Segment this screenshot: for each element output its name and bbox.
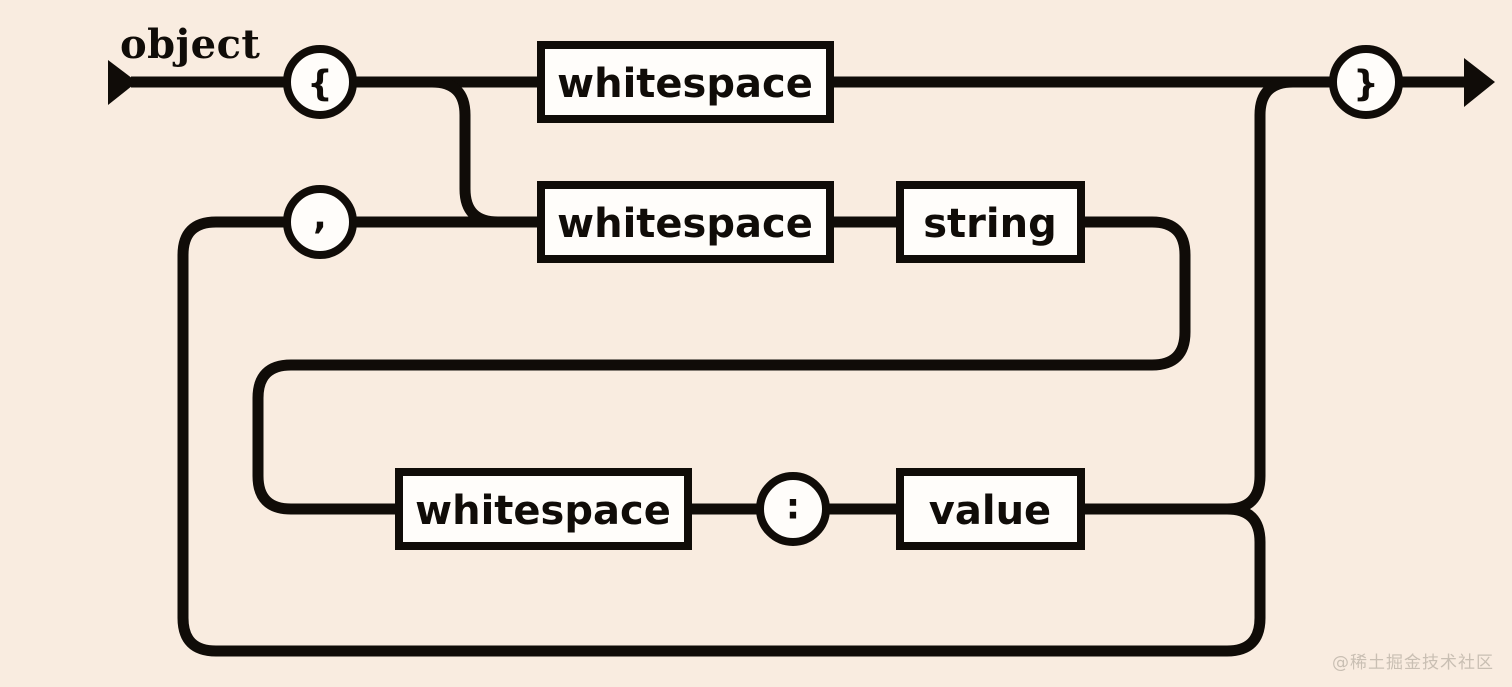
rail-string-to-row3 xyxy=(252,216,1191,515)
value-label: value xyxy=(929,488,1051,534)
node-value[interactable]: value xyxy=(896,468,1085,550)
node-comma[interactable]: , xyxy=(283,185,357,259)
node-colon[interactable]: : xyxy=(756,472,830,546)
whitespace-top-label: whitespace xyxy=(557,61,813,107)
colon-label: : xyxy=(786,487,800,528)
node-whitespace-middle[interactable]: whitespace xyxy=(537,181,834,263)
whitespace-bottom-label: whitespace xyxy=(415,488,671,534)
close-brace-label: } xyxy=(1353,64,1379,105)
close-brace-circle xyxy=(1329,45,1403,119)
node-open-brace[interactable]: { xyxy=(283,45,357,119)
colon-circle xyxy=(756,472,830,546)
rail-value-up-to-close-brace xyxy=(1075,76,1339,515)
whitespace-top-box xyxy=(537,41,834,123)
open-brace-label: { xyxy=(307,64,333,105)
string-label: string xyxy=(923,201,1056,247)
open-brace-circle xyxy=(283,45,357,119)
watermark-label: @稀土掘金技术社区 xyxy=(1332,653,1494,673)
node-close-brace[interactable]: } xyxy=(1329,45,1403,119)
string-box xyxy=(896,181,1085,263)
rail-value-loop-back-to-comma xyxy=(177,216,1266,657)
whitespace-middle-label: whitespace xyxy=(557,201,813,247)
whitespace-middle-box xyxy=(537,181,834,263)
node-whitespace-bottom[interactable]: whitespace xyxy=(395,468,692,550)
entry-arrow-icon xyxy=(108,60,137,105)
value-box xyxy=(896,468,1085,550)
diagram-title: object xyxy=(120,21,260,68)
whitespace-bottom-box xyxy=(395,468,692,550)
comma-label: , xyxy=(313,197,327,238)
exit-arrow-icon xyxy=(1464,58,1495,107)
rail-brace-down-to-row2 xyxy=(426,76,547,228)
node-whitespace-top[interactable]: whitespace xyxy=(537,41,834,123)
node-string[interactable]: string xyxy=(896,181,1085,263)
comma-circle xyxy=(283,185,357,259)
